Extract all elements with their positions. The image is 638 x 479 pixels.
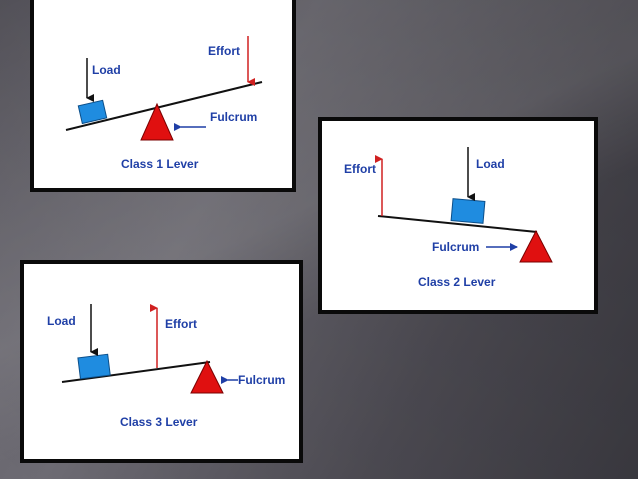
lever-title: Class 2 Lever xyxy=(418,275,496,289)
class-3-lever-diagram: Load Effort Fulcrum Class 3 Lever xyxy=(20,260,303,463)
lever-beam xyxy=(65,81,263,131)
effort-label: Effort xyxy=(208,44,240,58)
fulcrum-label: Fulcrum xyxy=(432,240,479,254)
fulcrum-triangle xyxy=(519,229,553,263)
effort-label: Effort xyxy=(165,317,197,331)
load-label: Load xyxy=(92,63,121,77)
fulcrum-label: Fulcrum xyxy=(238,373,285,387)
fulcrum-label: Fulcrum xyxy=(210,110,257,124)
lever-beam xyxy=(61,361,211,383)
class-2-lever-svg: Effort Load Fulcrum Class 2 Lever xyxy=(344,147,553,289)
load-box xyxy=(77,99,108,125)
load-label: Load xyxy=(47,314,76,328)
lever-title: Class 3 Lever xyxy=(120,415,198,429)
fulcrum-triangle xyxy=(190,359,224,394)
lever-title: Class 1 Lever xyxy=(121,157,199,171)
class-1-lever-svg: Load Fulcrum Effort Class 1 Lever xyxy=(65,36,263,171)
load-box xyxy=(450,198,486,224)
lever-beam xyxy=(377,215,538,233)
load-label: Load xyxy=(476,157,505,171)
class-3-lever-svg: Load Effort Fulcrum Class 3 Lever xyxy=(47,304,285,429)
effort-label: Effort xyxy=(344,162,376,176)
load-box xyxy=(77,353,111,380)
class-1-lever-diagram: Load Fulcrum Effort Class 1 Lever xyxy=(30,0,296,192)
class-2-lever-diagram: Effort Load Fulcrum Class 2 Lever xyxy=(318,117,598,314)
fulcrum-triangle xyxy=(140,102,174,141)
